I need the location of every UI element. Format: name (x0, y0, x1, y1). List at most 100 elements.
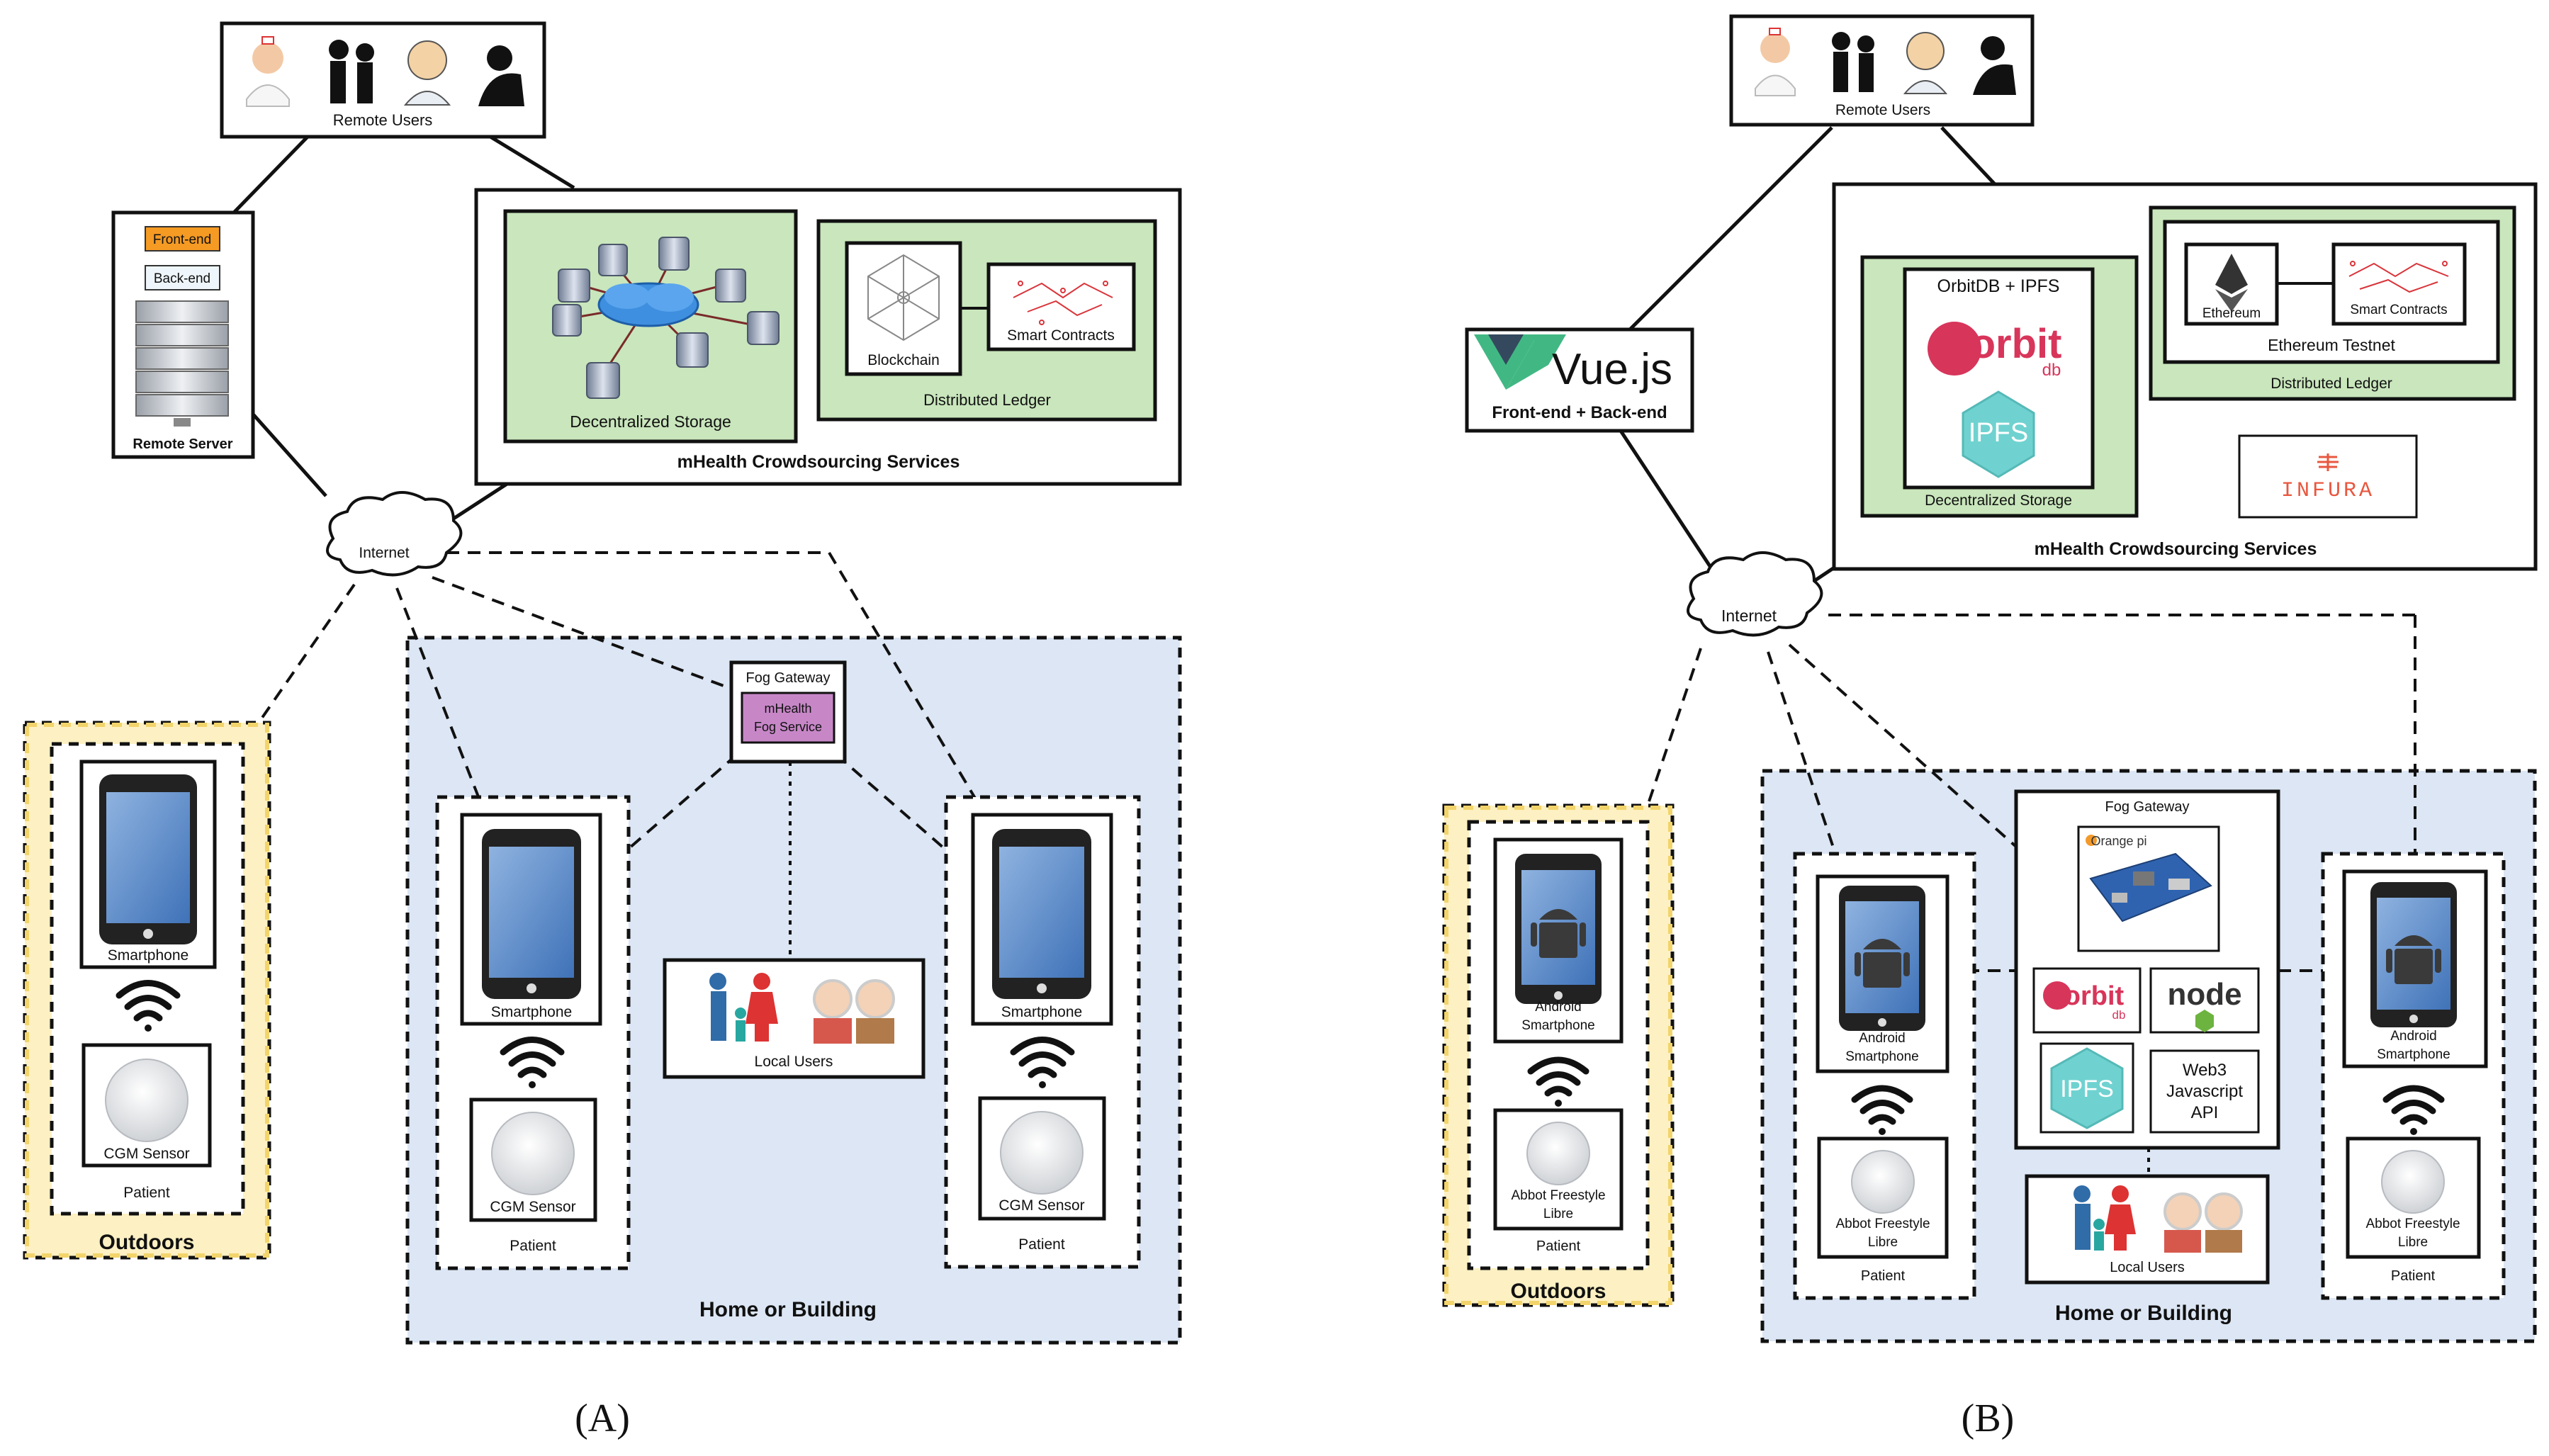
orbitdb-ipfs-label: OrbitDB + IPFS (1937, 276, 2060, 296)
ipfs-logo-icon (2050, 1047, 2124, 1129)
infura-logo-text: INFURA (2281, 479, 2375, 503)
android-phone-icon (1839, 886, 1925, 1031)
cgm-sensor-icon (1851, 1150, 1915, 1214)
patient-label-outdoors-b: Patient (1536, 1238, 1581, 1254)
web3-box (2149, 1049, 2260, 1134)
fog-gateway-label-b: Fog Gateway (2105, 799, 2190, 815)
smartphone-icon (992, 829, 1091, 999)
smartphone-icon (482, 829, 581, 999)
wifi-icon (1527, 1056, 1589, 1107)
orangepi-board-icon (2086, 835, 2212, 922)
decentralized-storage-icon (552, 237, 780, 399)
abbott-label2-home-left-b: Libre (1868, 1235, 1898, 1250)
decentralized-storage-label-b: Decentralized Storage (1925, 492, 2072, 509)
internet-cloud-b (1687, 551, 1823, 637)
android-phone-icon (1515, 854, 1602, 1004)
home-label-b: Home or Building (2055, 1302, 2232, 1325)
smart-contracts-label-a: Smart Contracts (1007, 327, 1115, 344)
smartphone-icon (99, 774, 197, 944)
cgm-sensor-icon (1000, 1111, 1084, 1195)
ethereum-label: Ethereum (2202, 306, 2261, 321)
ipfs-logo-icon (1962, 390, 2035, 478)
cgm-sensor-icon (491, 1112, 575, 1195)
wifi-icon (116, 980, 181, 1032)
handshake-icon (1013, 281, 1113, 325)
decentralized-storage-label-a: Decentralized Storage (570, 412, 731, 431)
smart-contracts-box-a (986, 262, 1136, 351)
node-js-icon (2195, 1010, 2214, 1032)
abbott-label1-home-right-b: Abbot Freestyle (2365, 1217, 2460, 1231)
orbit-logo-text-fog: orbit (2064, 981, 2125, 1011)
orbit-logo-sub: db (2042, 361, 2061, 380)
abbott-label2-outdoors-b: Libre (1543, 1207, 1573, 1221)
back-end-label-box (145, 265, 220, 290)
vue-logo-text: Vue.js (1552, 345, 1672, 394)
patient-label-outdoors-a: Patient (123, 1185, 170, 1201)
ethereum-icon (2215, 254, 2248, 312)
handshake-icon (2348, 261, 2449, 293)
abbott-label1-outdoors-b: Abbot Freestyle (1511, 1188, 1605, 1203)
ethereum-testnet-label: Ethereum Testnet (2268, 336, 2395, 354)
web3-label-2: Javascript (2166, 1082, 2243, 1101)
outdoors-label-b: Outdoors (1511, 1280, 1607, 1303)
blockchain-icon (867, 254, 940, 342)
android-label2-home-left-b: Smartphone (1845, 1049, 1919, 1064)
cgm-sensor-icon (105, 1059, 188, 1142)
outdoors-label-a: Outdoors (99, 1231, 195, 1254)
distributed-ledger-label-a: Distributed Ledger (923, 391, 1051, 409)
services-label-b: mHealth Crowdsourcing Services (2035, 539, 2317, 559)
remote-users-icons-b (1755, 28, 2016, 96)
local-users-label-b: Local Users (2110, 1260, 2185, 1275)
infura-logo-icon (2317, 453, 2339, 471)
cgm-sensor-icon (2381, 1150, 2445, 1214)
orangepi-logo-text: Orange pi (2091, 834, 2146, 848)
fog-gateway-label-a: Fog Gateway (746, 670, 831, 686)
internet-cloud-a (326, 491, 463, 577)
remote-users-label-a: Remote Users (333, 111, 433, 129)
web3-label-1: Web3 (2183, 1061, 2227, 1080)
wifi-icon (2382, 1085, 2445, 1135)
node-logo-text: node (2167, 977, 2241, 1012)
caption-b: (B) (1962, 1396, 2015, 1440)
wifi-icon (1010, 1037, 1075, 1088)
wifi-icon (500, 1037, 565, 1088)
local-users-icon (2073, 1185, 2243, 1253)
fog-service-line1-a: mHealth (764, 701, 811, 716)
internet-label-b: Internet (1721, 606, 1777, 625)
front-end-label-box (145, 226, 220, 252)
android-label1-home-right-b: Android (2390, 1029, 2437, 1044)
distributed-ledger-label-b: Distributed Ledger (2271, 376, 2392, 392)
fog-service-box (741, 692, 835, 744)
orbit-logo-text: orbit (1971, 321, 2062, 367)
android-label2-outdoors-b: Smartphone (1521, 1018, 1595, 1033)
panel-b: Home or Building Outdoors (1442, 14, 2538, 1440)
internet-label-a: Internet (359, 545, 409, 561)
remote-users-icons-a (246, 36, 524, 107)
fog-service-line2-a: Fog Service (754, 720, 822, 734)
patient-label-home-left-b: Patient (1861, 1268, 1906, 1284)
remote-server-label-a: Remote Server (133, 436, 232, 452)
wifi-icon (1851, 1085, 1913, 1135)
back-end-label-a: Back-end (154, 271, 210, 286)
patient-label-home-right-b: Patient (2391, 1268, 2436, 1284)
ipfs-logo-text: IPFS (1969, 418, 2028, 448)
blockchain-label-a: Blockchain (867, 352, 940, 368)
orbit-logo-icon (2043, 981, 2071, 1010)
ipfs-logo-text-fog: IPFS (2060, 1076, 2114, 1102)
abbott-label2-home-right-b: Libre (2398, 1235, 2428, 1250)
cgm-sensor-icon (1526, 1122, 1590, 1185)
patient-label-home-right-a: Patient (1018, 1236, 1065, 1253)
vue-caption: Front-end + Back-end (1492, 403, 1667, 422)
cgm-label-home-right-a: CGM Sensor (998, 1197, 1084, 1214)
services-label-a: mHealth Crowdsourcing Services (677, 452, 960, 472)
web3-label-3: API (2191, 1103, 2219, 1122)
panel-a: Home or Building Outdoors (23, 21, 1182, 1440)
orbit-logo-icon (1928, 322, 1981, 376)
remote-users-label-b: Remote Users (1835, 102, 1930, 118)
abbott-label1-home-left-b: Abbot Freestyle (1835, 1217, 1930, 1231)
front-end-label-a: Front-end (153, 232, 211, 247)
smartphone-label-home-left-a: Smartphone (491, 1004, 572, 1020)
caption-a: (A) (575, 1396, 630, 1440)
patient-label-home-left-a: Patient (510, 1238, 556, 1254)
cgm-label-home-left-a: CGM Sensor (490, 1199, 575, 1215)
